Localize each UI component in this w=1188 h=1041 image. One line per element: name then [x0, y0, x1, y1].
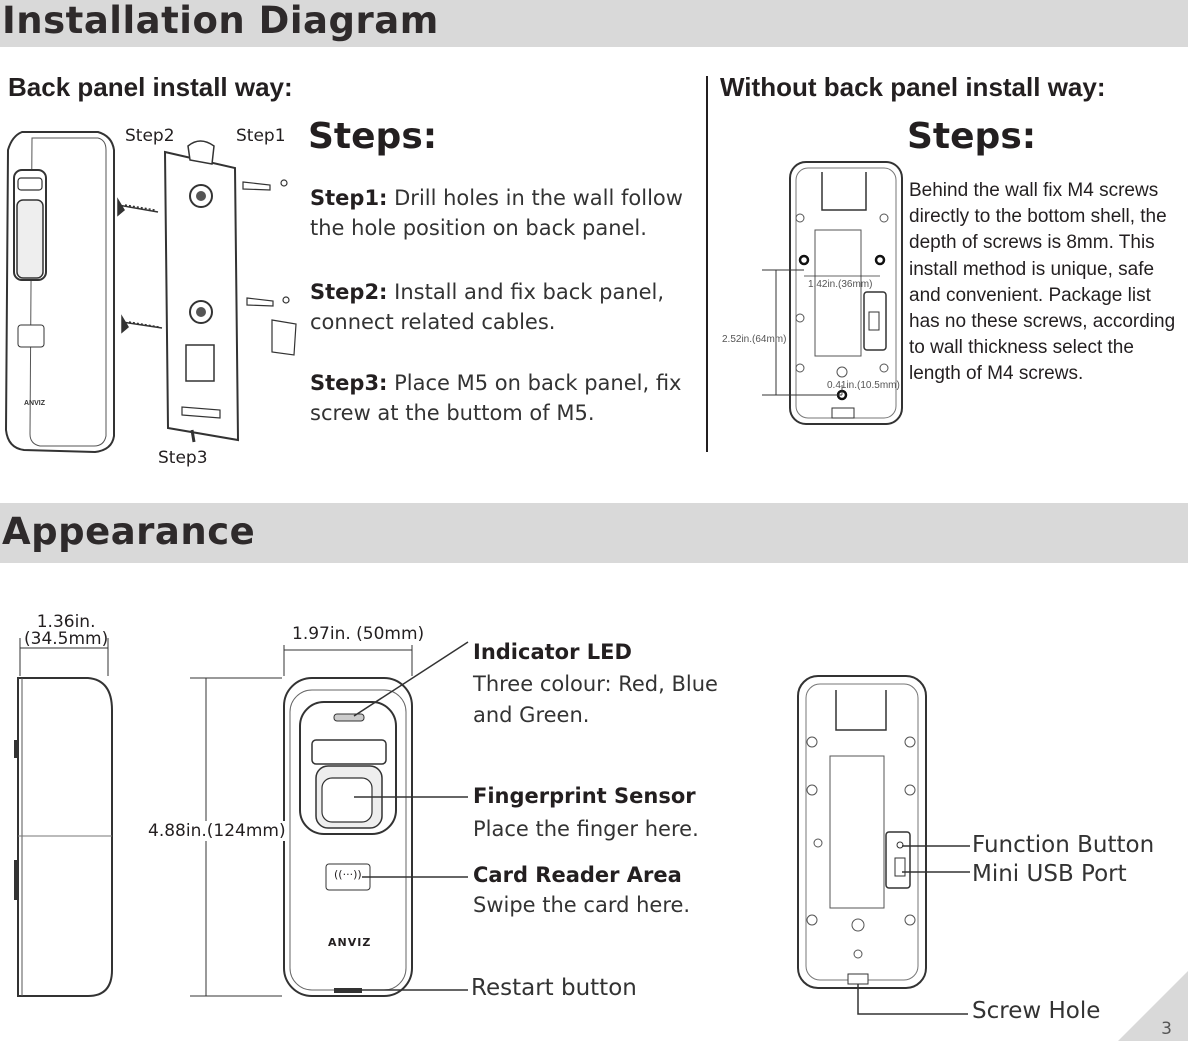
dim-front-width: 1.97in. (50mm) — [292, 624, 425, 644]
step2-desc: Install and fix back panel, connect rela… — [310, 280, 665, 334]
installation-header-band — [0, 0, 1188, 47]
step2-label: Step2: — [310, 280, 388, 304]
diagram-label-step3: Step3 — [158, 448, 208, 468]
diagram-label-step1: Step1 — [236, 126, 286, 146]
no-back-panel-paragraph: Behind the wall fix M4 screws directly t… — [909, 180, 1176, 385]
mini-usb-label: Mini USB Port — [972, 861, 1127, 887]
bottom-shell-diagram — [762, 161, 903, 425]
dim-side-depth: 1.36in. (34.5mm) — [24, 612, 109, 649]
screw-hole-label: Screw Hole — [972, 998, 1101, 1024]
screw-lower — [121, 314, 163, 334]
device-illustration: ANVIZ — [4, 131, 115, 454]
callout-fingerprint-desc: Place the finger here. — [473, 817, 699, 841]
step3-text: Step3: Place M5 on back panel, fix screw… — [310, 368, 702, 428]
side-view — [14, 677, 113, 997]
step3-label: Step3: — [310, 371, 388, 395]
dim-offset-10mm: 0.41in.(10.5mm) — [827, 380, 900, 391]
front-view — [283, 677, 413, 997]
function-button-label: Function Button — [972, 832, 1155, 858]
device-brand: ANVIZ — [328, 936, 372, 949]
screw-upper — [117, 197, 159, 217]
page-number: 3 — [1161, 1019, 1172, 1039]
back-panel-steps-title: Steps: — [308, 116, 438, 157]
section-divider — [706, 76, 708, 452]
step1-text: Step1: Drill holes in the wall follow th… — [310, 183, 702, 243]
no-back-panel-steps-title: Steps: — [907, 116, 1037, 157]
back-panel-diagram: ANVIZ — [4, 131, 297, 454]
installation-title: Installation Diagram — [2, 0, 439, 42]
dim-height: 4.88in.(124mm) — [148, 821, 286, 841]
dim-height-64mm: 2.52in.(64mm) — [722, 334, 787, 345]
dim-width-36mm: 1.42in.(36mm) — [808, 279, 873, 290]
wall-anchors — [242, 179, 297, 356]
appearance-title: Appearance — [2, 510, 256, 553]
diagram-label-step2: Step2 — [125, 126, 175, 146]
card-reader-symbol: ((···)) — [334, 868, 362, 881]
callout-indicator-led-title: Indicator LED — [473, 640, 632, 664]
appearance-header-band — [0, 503, 1188, 563]
callout-indicator-led-desc: Three colour: Red, Blue and Green. — [473, 672, 718, 727]
step2-text: Step2: Install and fix back panel, conne… — [310, 277, 702, 337]
step3-desc: Place M5 on back panel, fix screw at the… — [310, 371, 682, 425]
svg-text:ANVIZ: ANVIZ — [24, 400, 46, 407]
callout-card-reader-desc: Swipe the card here. — [473, 893, 691, 917]
back-panel-heading: Back panel install way: — [8, 72, 293, 102]
back-view — [797, 675, 927, 989]
back-panel-plate — [163, 140, 240, 443]
callout-fingerprint-title: Fingerprint Sensor — [473, 784, 696, 808]
restart-button-label: Restart button — [471, 975, 637, 1001]
callout-card-reader-title: Card Reader Area — [473, 863, 682, 887]
step1-label: Step1: — [310, 186, 388, 210]
no-back-panel-heading: Without back panel install way: — [720, 72, 1106, 102]
step1-desc: Drill holes in the wall follow the hole … — [310, 186, 683, 240]
